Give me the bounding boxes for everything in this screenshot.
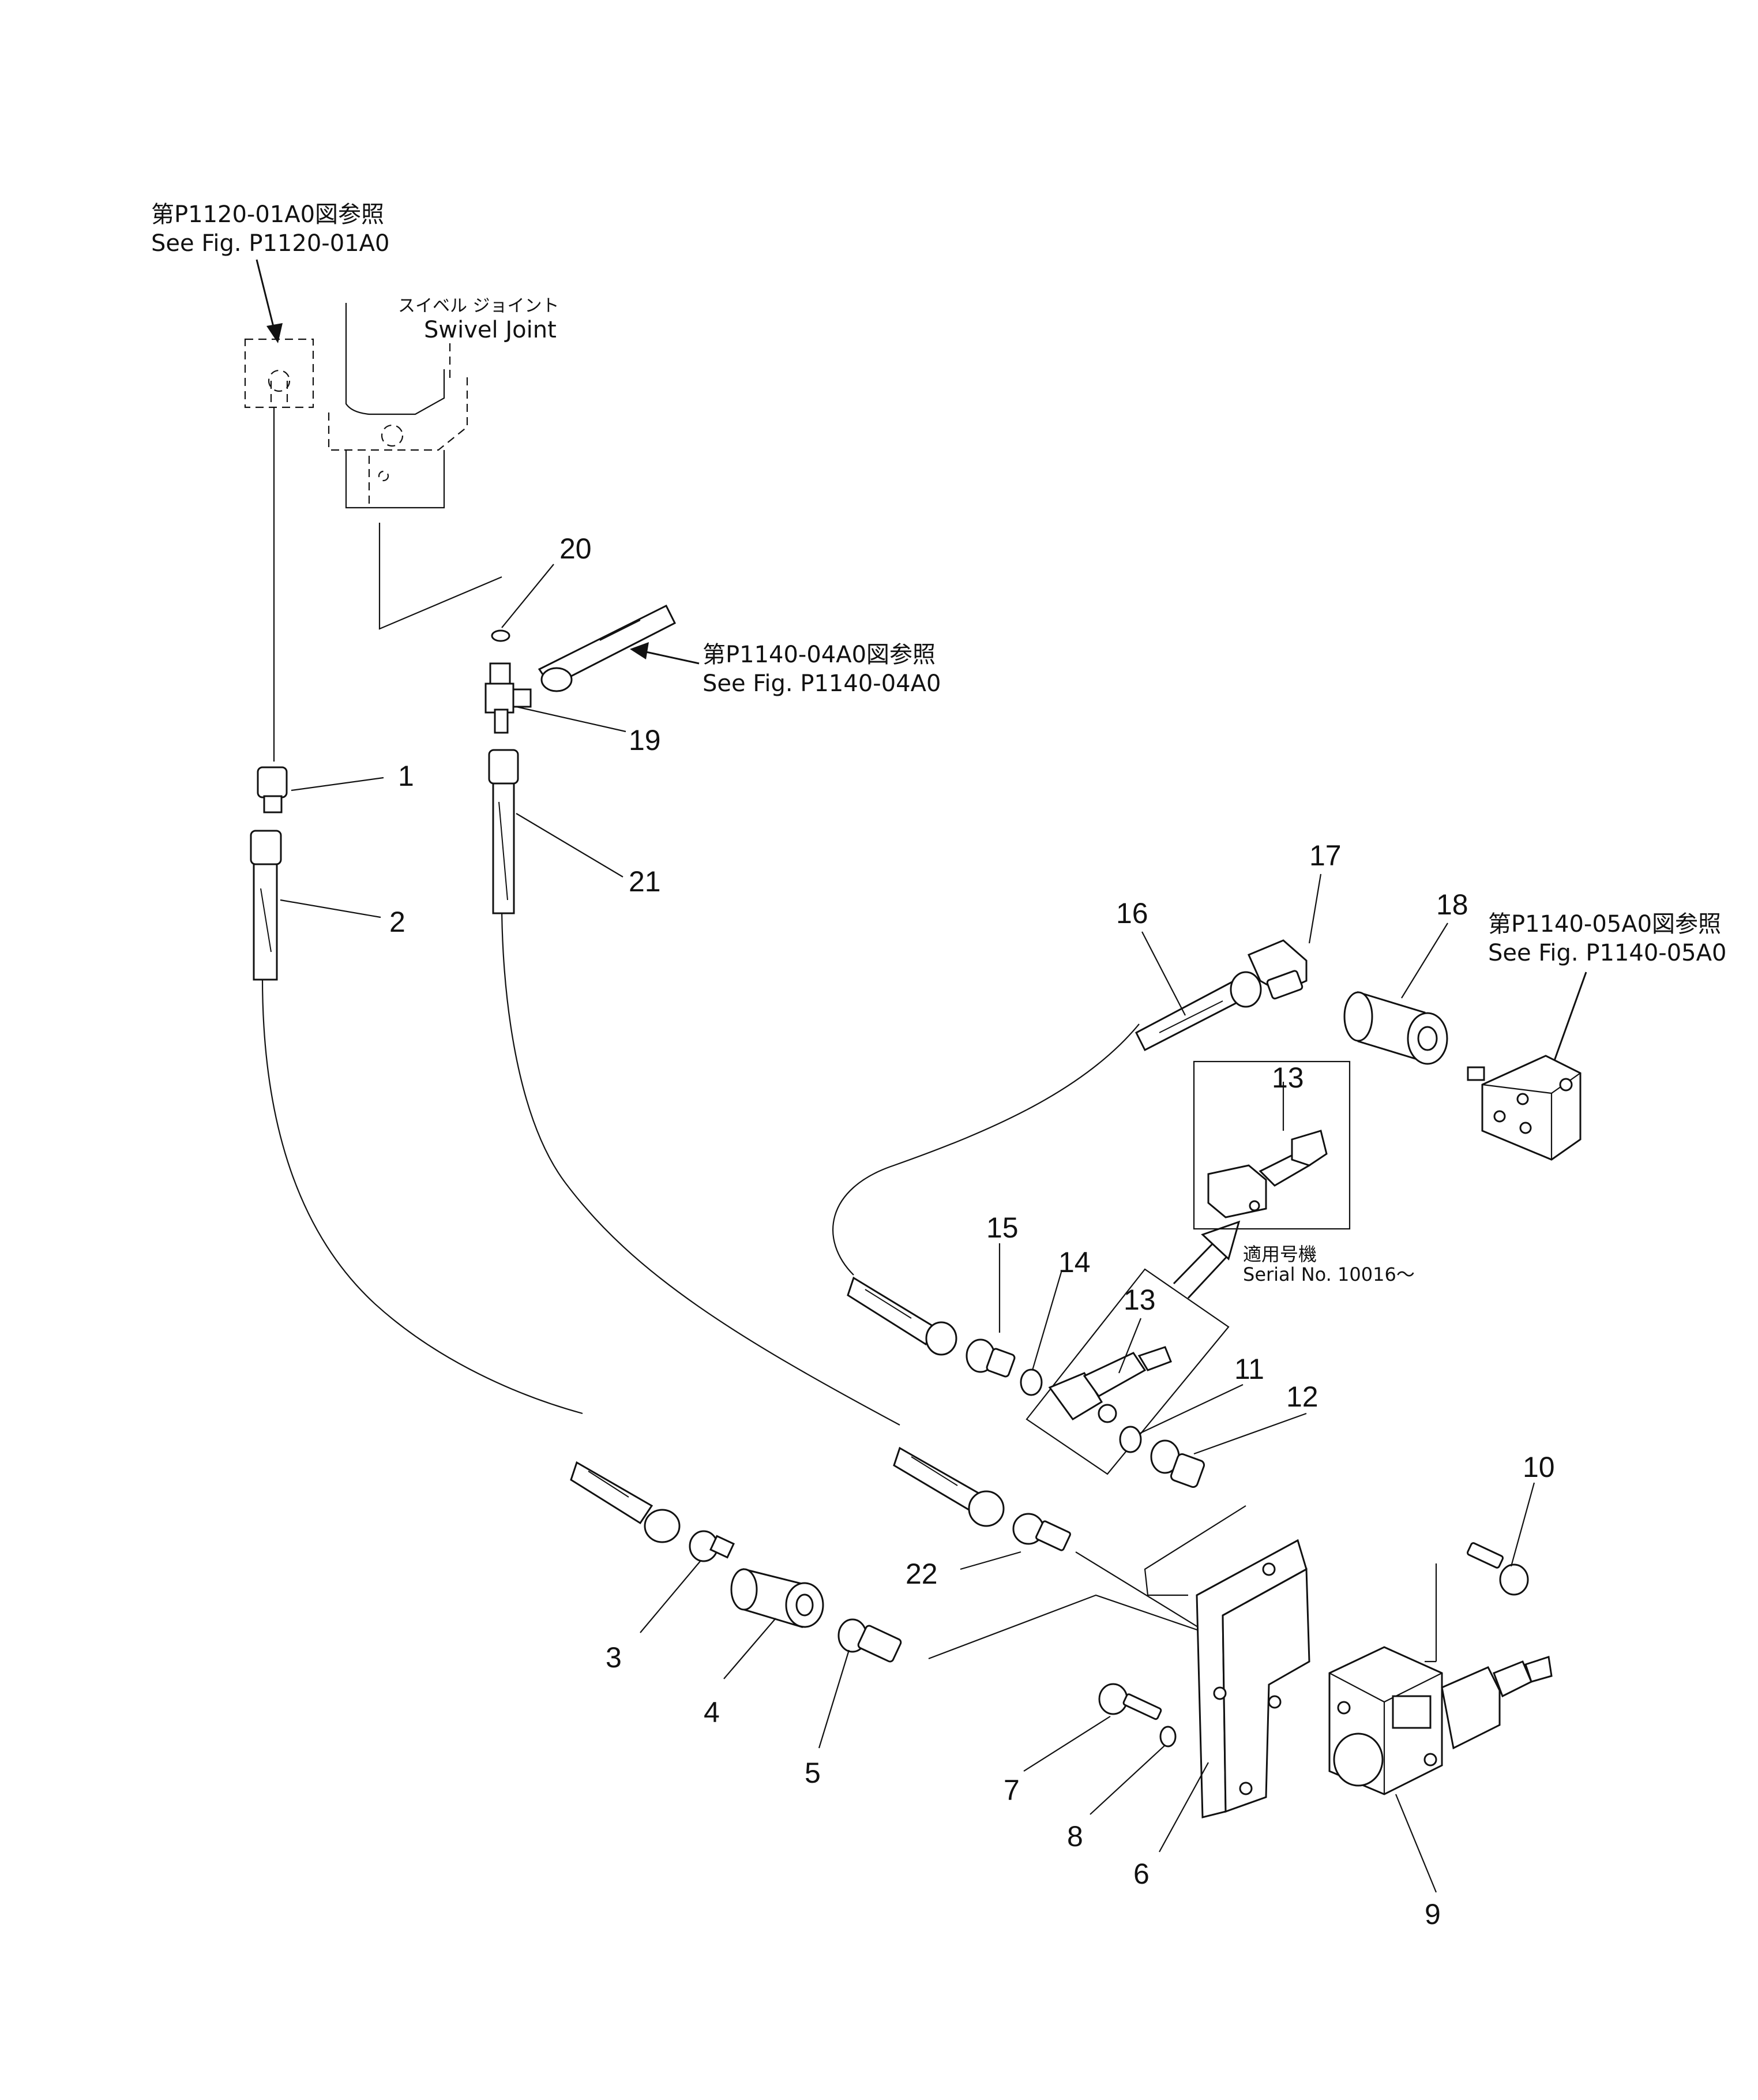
ref-middle-en: See Fig. P1140-04A0: [703, 670, 941, 697]
callout-12: 12: [1286, 1381, 1318, 1413]
part-14-o-ring: [1020, 1368, 1043, 1396]
ref-arrow-top-left: [256, 259, 283, 343]
part-17-elbow: [1248, 939, 1308, 1000]
callout-2: 2: [389, 906, 405, 938]
ref-middle-jp: 第P1140-04A0図参照: [703, 642, 936, 668]
ref-arrow-middle: [630, 642, 700, 665]
callout-6: 6: [1133, 1858, 1150, 1890]
part-15-union: [847, 1276, 1016, 1378]
callout-9: 9: [1425, 1898, 1441, 1930]
callout-4: 4: [704, 1696, 720, 1728]
part-8-washer: [1159, 1726, 1177, 1747]
valve-block-right: [1467, 1055, 1582, 1161]
callout-7: 7: [1004, 1774, 1020, 1806]
part-9-valve: [1328, 1646, 1553, 1795]
swivel-joint-jp: スイベル ジョイント: [398, 296, 559, 316]
swivel-joint: [328, 303, 468, 509]
serial-inset: [1193, 1060, 1351, 1230]
hose-from-p1140-04a0: [538, 604, 677, 692]
main-inset: [1026, 1268, 1230, 1475]
middle-hose-end: [893, 1446, 1005, 1527]
ref-top-left-en: See Fig. P1120-01A0: [151, 230, 389, 257]
callout-22: 22: [906, 1558, 938, 1590]
callout-3: 3: [606, 1641, 622, 1674]
part-7-bolt: [1098, 1683, 1162, 1720]
callout-20: 20: [559, 532, 592, 565]
upper-block-left: [244, 338, 314, 408]
part-3-union: [689, 1530, 735, 1562]
part-20-o-ring: [491, 629, 510, 642]
part-5-adapter: [837, 1618, 902, 1663]
callout-1: 1: [398, 760, 414, 792]
part-12-adapter: [1150, 1439, 1205, 1488]
callout-11: 11: [1234, 1353, 1264, 1385]
part-18-coupler: [1343, 991, 1448, 1065]
part-19-elbow: [484, 662, 532, 734]
callout-15: 15: [986, 1212, 1019, 1244]
ref-top-left-jp: 第P1120-01A0図参照: [151, 201, 384, 228]
callout-17: 17: [1309, 839, 1342, 872]
callout-14: 14: [1058, 1246, 1091, 1278]
callout-13: 13: [1124, 1284, 1156, 1316]
callout-21: 21: [629, 865, 661, 898]
leader-lines: [280, 564, 1535, 1893]
part-10-bolt: [1466, 1542, 1529, 1596]
part-4-coupler: [730, 1568, 824, 1629]
lower-left-hose-end: [570, 1461, 681, 1543]
serial-note-en: Serial No. 10016～: [1243, 1263, 1415, 1285]
ref-right-jp: 第P1140-05A0図参照: [1488, 911, 1721, 937]
swivel-joint-en: Swivel Joint: [424, 317, 557, 343]
callout-10: 10: [1523, 1451, 1555, 1483]
callout-5: 5: [805, 1757, 821, 1789]
part-21-hose: [488, 749, 519, 914]
part-22-union: [1012, 1513, 1071, 1551]
serial-arrow: [1173, 1220, 1241, 1299]
serial-note-jp: 適用号機: [1243, 1243, 1317, 1265]
hose-lines: [261, 407, 1437, 1663]
callout-18: 18: [1436, 888, 1468, 921]
callout-13-serial: 13: [1272, 1062, 1304, 1094]
ref-right-en: See Fig. P1140-05A0: [1488, 940, 1726, 966]
part-16-hose: [1135, 971, 1262, 1052]
part-1-adapter: [257, 766, 288, 813]
part-2-hose: [250, 830, 282, 981]
callout-16: 16: [1116, 897, 1148, 929]
part-11-o-ring: [1119, 1426, 1142, 1453]
callout-19: 19: [629, 724, 661, 756]
part-6-bracket: [1196, 1539, 1310, 1818]
callout-8: 8: [1067, 1820, 1083, 1852]
